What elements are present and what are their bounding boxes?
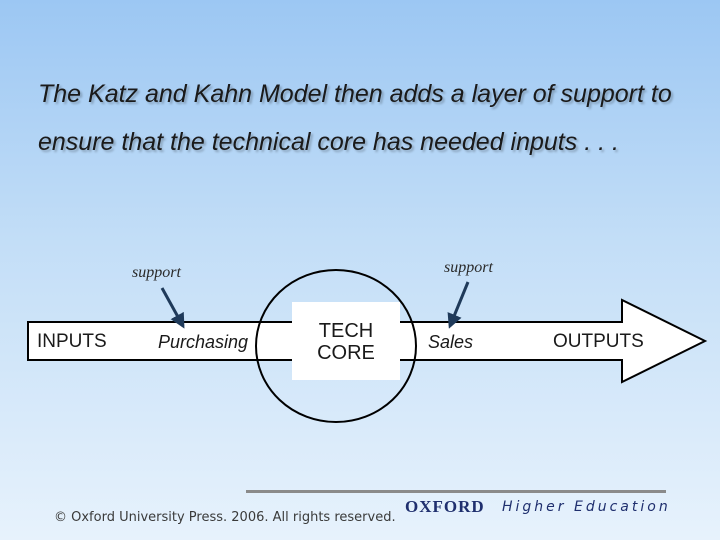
tech-core-circle xyxy=(255,269,417,423)
purchasing-label: Purchasing xyxy=(158,332,249,352)
sales-label: Sales xyxy=(428,332,474,352)
copyright-notice: © Oxford University Press. 2006. All rig… xyxy=(54,510,396,525)
footer-divider xyxy=(246,490,666,493)
support-label-right: support xyxy=(444,259,493,276)
tech-core-line1: TECH xyxy=(318,320,374,342)
tech-core-box xyxy=(292,302,400,380)
oxford-logo: OXFORD xyxy=(405,497,485,516)
slide-headline: The Katz and Kahn Model then adds a laye… xyxy=(38,80,672,156)
support-label-left: support xyxy=(132,264,181,281)
inputs-label: INPUTS xyxy=(37,331,107,352)
support-arrow-right xyxy=(447,281,470,329)
tech-core-line2: CORE xyxy=(317,342,375,364)
support-arrow-left xyxy=(160,287,185,329)
outputs-label: OUTPUTS xyxy=(553,331,644,352)
higher-education-logo: Higher Education xyxy=(502,499,671,515)
tech-core-label: TECH CORE xyxy=(296,320,396,364)
